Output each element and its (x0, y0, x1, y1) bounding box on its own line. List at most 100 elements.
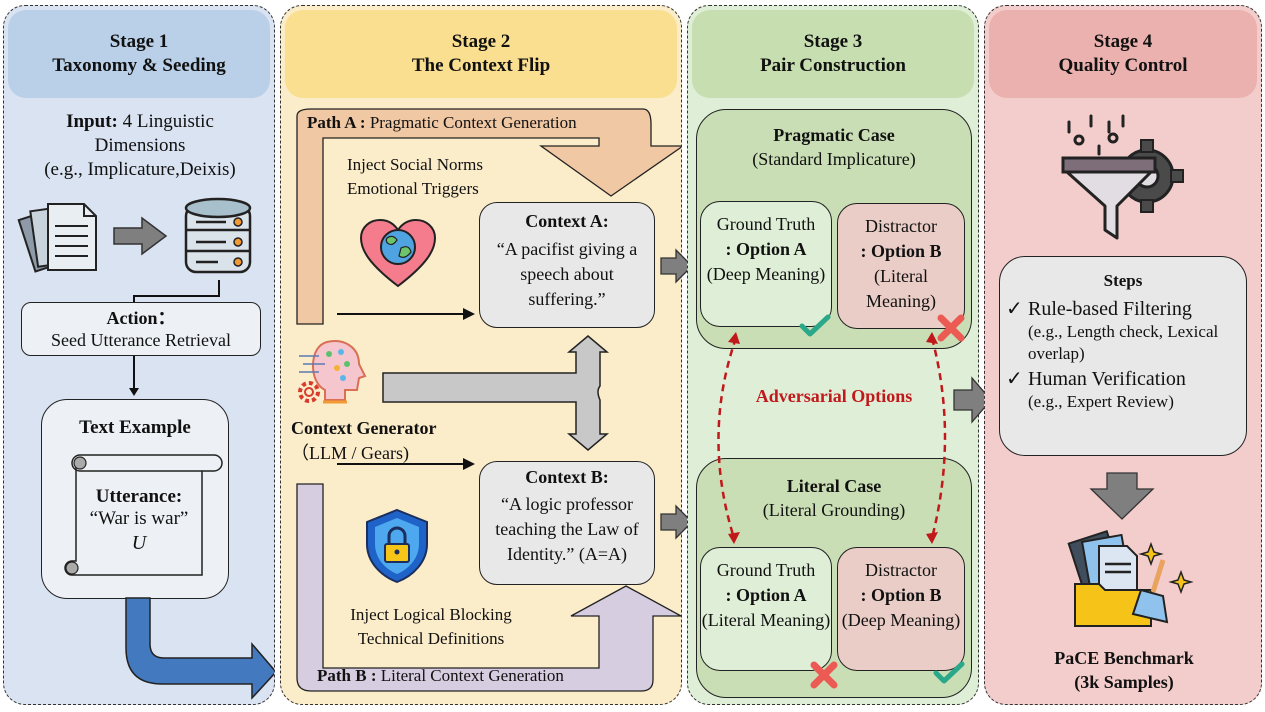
lit-dis-option: : Option B (860, 585, 942, 605)
lit-dis-label: Distractor (865, 560, 937, 580)
path-a-inject: Inject Social Norms Emotional Triggers (347, 153, 483, 201)
stage-2-subtitle: The Context Flip (411, 55, 551, 76)
utterance: Utterance: “War is war” U (76, 486, 202, 554)
pragmatic-case-title: Pragmatic Case (773, 125, 895, 145)
check-mark-icon: ✓ (1006, 368, 1023, 390)
path-a-label: Path A : Pragmatic Context Generation (307, 113, 577, 133)
path-a-text: Pragmatic Context Generation (365, 113, 577, 132)
literal-ground-truth: Ground Truth : Option A (Literal Meaning… (700, 547, 832, 671)
stage-3-panel: Stage 3 Pair Construction Pragmatic Case… (687, 5, 979, 705)
ai-brain-icon (298, 340, 367, 404)
check-mark-icon: ✓ (1006, 298, 1023, 320)
path-a-inject-1: Inject Social Norms (347, 155, 483, 174)
context-a-title: Context A: (525, 211, 609, 231)
pragmatic-ground-truth: Ground Truth : Option A (Deep Meaning) (700, 201, 832, 327)
utterance-text: “War is war” (89, 508, 189, 529)
path-b-inject-1: Inject Logical Blocking (350, 605, 512, 624)
stage-1-title: Stage 1 (109, 31, 169, 52)
input-text-2: Dimensions (94, 135, 186, 156)
stage-2-title: Stage 2 (451, 31, 511, 52)
stage-2-header: Stage 2 The Context Flip (285, 10, 677, 98)
step-2-detail: (e.g., Expert Review) (1028, 392, 1174, 411)
action-label: Action： (106, 308, 176, 328)
check-icon (799, 314, 831, 337)
stage-1-header: Stage 1 Taxonomy & Seeding (8, 10, 270, 98)
benchmark-folder-icon (1067, 530, 1194, 627)
prag-gt-meaning: (Deep Meaning) (706, 264, 826, 284)
steps-title: Steps (1103, 271, 1143, 290)
connector-arrow-2 (129, 356, 139, 396)
pragmatic-distractor: Distractor : Option B (Literal Meaning) (837, 203, 965, 329)
documents-icon (17, 203, 97, 273)
arrow-down-icon (1089, 472, 1155, 520)
step-1: ✓ Rule-based Filtering (e.g., Length che… (1000, 297, 1246, 365)
cross-icon (937, 314, 965, 342)
stage-3-subtitle: Pair Construction (760, 55, 906, 76)
step-2: ✓ Human Verification (e.g., Expert Revie… (1000, 367, 1246, 413)
arrow-context-a-to-stage3 (660, 248, 693, 284)
benchmark-title: PaCE Benchmark (1054, 648, 1194, 668)
heart-globe-icon (359, 218, 437, 288)
stage-4-header: Stage 4 Quality Control (989, 10, 1257, 98)
stage-4-subtitle: Quality Control (1058, 55, 1188, 76)
arrow-context-b-to-stage3 (660, 504, 693, 540)
context-b-title: Context B: (525, 467, 609, 487)
benchmark-label: PaCE Benchmark (3k Samples) (985, 646, 1261, 694)
database-icon (184, 197, 252, 274)
generator-sub: （LLM / Gears) (291, 443, 409, 463)
steps-box: Steps ✓ Rule-based Filtering (e.g., Leng… (999, 256, 1247, 456)
context-a-box: Context A: “A pacifist giving a speech a… (479, 202, 655, 328)
arrow-stage3-to-stage4 (953, 376, 992, 424)
path-b-inject-2: Technical Definitions (357, 629, 505, 648)
context-b-text: “A logic professor teaching the Law of I… (495, 494, 639, 564)
literal-distractor: Distractor : Option B (Deep Meaning) (837, 547, 965, 671)
prag-dis-meaning: (Literal Meaning) (866, 266, 936, 311)
utterance-symbol: U (131, 532, 147, 554)
cross-icon (810, 661, 838, 689)
prag-dis-option: : Option B (860, 241, 942, 261)
step-1-detail: (e.g., Length check, Lexical overlap) (1028, 322, 1219, 363)
step-1-label: Rule-based Filtering (1028, 298, 1192, 320)
input-description: Input: 4 Linguistic Dimensions (e.g., Im… (4, 110, 274, 182)
path-b-inject: Inject Logical Blocking Technical Defini… (331, 603, 531, 651)
stage-1-panel: Stage 1 Taxonomy & Seeding Input: 4 Ling… (3, 5, 275, 705)
input-label: Input: (66, 111, 118, 132)
stage-3-title: Stage 3 (803, 31, 863, 52)
lit-gt-label: Ground Truth (716, 560, 816, 580)
arrow-right-icon (113, 216, 168, 256)
action-box: Action： Seed Utterance Retrieval (21, 302, 261, 356)
adversarial-options-label: Adversarial Options (755, 386, 913, 406)
utterance-label: Utterance: (95, 486, 183, 507)
prag-gt-label: Ground Truth (716, 214, 816, 234)
stage-4-panel: Stage 4 Quality Control Steps ✓ Rule-bas… (984, 5, 1262, 705)
path-a-inject-2: Emotional Triggers (347, 179, 479, 198)
stage-4-title: Stage 4 (1093, 31, 1153, 52)
lit-gt-option: : Option A (725, 585, 807, 605)
funnel-gear-icon (1061, 114, 1184, 240)
literal-case-title: Literal Case (786, 476, 882, 496)
lit-dis-meaning: (Deep Meaning) (841, 610, 961, 630)
stage-3-header: Stage 3 Pair Construction (692, 10, 974, 98)
scroll-icon (64, 454, 223, 576)
literal-case-sub: (Literal Grounding) (762, 500, 906, 520)
stage-1-subtitle: Taxonomy & Seeding (52, 55, 226, 76)
prag-dis-label: Distractor (865, 216, 937, 236)
flow-arrow-blue (125, 597, 274, 700)
text-example-title: Text Example (79, 417, 191, 438)
generator-label: Context Generator （LLM / Gears) (291, 416, 436, 466)
path-b-label-bold: Path B : (317, 666, 377, 685)
shield-lock-icon (366, 508, 428, 584)
step-2-label: Human Verification (1028, 368, 1186, 390)
action-text: Seed Utterance Retrieval (51, 330, 231, 350)
pragmatic-case-sub: (Standard Implicature) (752, 149, 916, 169)
generator-t-arrow (382, 335, 610, 451)
path-a-label-bold: Path A : (307, 113, 366, 132)
context-b-box: Context B: “A logic professor teaching t… (479, 461, 655, 585)
stage-2-panel: Stage 2 The Context Flip Path A : Pragma… (280, 5, 682, 705)
context-a-text: “A pacifist giving a speech about suffer… (496, 239, 638, 309)
path-b-label: Path B : Literal Context Generation (317, 666, 564, 686)
path-b-text: Literal Context Generation (376, 666, 564, 685)
check-icon (933, 661, 965, 684)
input-text-3: (e.g., Implicature,Deixis) (44, 159, 236, 180)
benchmark-sub: (3k Samples) (1074, 672, 1174, 692)
